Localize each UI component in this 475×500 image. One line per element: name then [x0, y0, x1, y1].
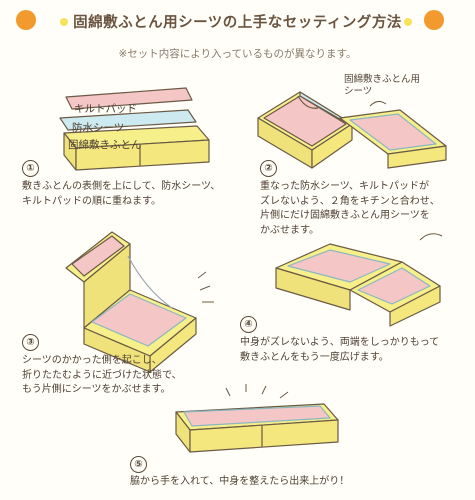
step-3-description: シーツのかかった側を起こし、 折りたたむように近づけた状態で、 もう片側にシーツ… — [22, 355, 182, 395]
label-waterproof-sheet: 防水シーツ — [72, 122, 125, 134]
step4-illustration — [275, 233, 443, 327]
quilt-pad — [65, 87, 193, 110]
step-number-1: ① — [22, 160, 39, 177]
step3-illustration — [65, 231, 214, 373]
step5-illustration — [175, 384, 339, 453]
step-1-description: 敷きふとんの表側を上にして、防水シーツ、 キルトパッドの順に重ねます。 — [22, 181, 221, 207]
step2-illustration — [257, 91, 447, 169]
content-note: ※セット内容により入っているものが異なります。 — [118, 48, 357, 60]
step-number-5: ⑤ — [130, 456, 147, 473]
step-5-description: 脇から手を入れて、中身を整えたら出来上がり！ — [130, 476, 350, 487]
yellow-dot-icon — [404, 18, 412, 26]
header: 固綿敷ふとん用シーツの上手なセッティング方法 — [0, 10, 475, 50]
label-quilt-pad: キルトパッド — [74, 103, 137, 115]
label-futon: 固綿敷きふとん — [68, 139, 142, 151]
step-number-3: ③ — [22, 334, 39, 351]
step-number-4: ④ — [240, 316, 257, 333]
step-2-description: 重なった防水シーツ、キルトパッドが ズレないよう、２角をキチンと合わせ、 片側に… — [260, 181, 440, 236]
step-2-callout: 固綿敷きふとん用 シーツ — [344, 74, 421, 97]
page-title: 固綿敷ふとん用シーツの上手なセッティング方法 — [73, 15, 402, 31]
yellow-dot-icon — [60, 18, 68, 26]
step1-illustration — [59, 87, 210, 171]
futon-side — [75, 139, 210, 171]
step-4-description: 中身がズレないよう、両端をしっかりもって 敷きふとんをもう一度広げます。 — [240, 337, 440, 363]
step-number-2: ② — [260, 160, 277, 177]
waterproof-sheet — [59, 109, 197, 131]
orange-dot-icon — [16, 10, 36, 30]
orange-dot-icon — [424, 10, 444, 30]
